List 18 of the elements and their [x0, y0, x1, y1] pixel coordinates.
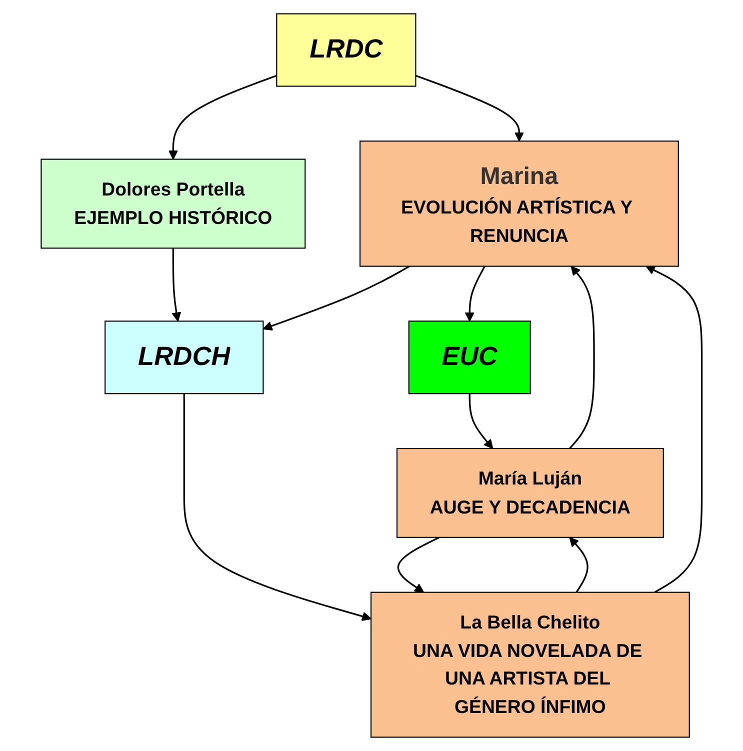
arrow — [468, 394, 494, 449]
node-box: María Luján AUGE Y DECADENCIA — [396, 448, 664, 538]
node-box: EUC — [408, 320, 531, 394]
node-box: La Bella Chelito UNA VIDA NOVELADA DE UNA ARTISTA DEL GÉNERO ÍNFIMO — [370, 592, 690, 738]
node-box: Marina EVOLUCIÓN ARTÍSTICA Y RENUNCIA — [359, 140, 679, 267]
arrow — [397, 536, 440, 593]
node-box: LRDCH — [104, 320, 264, 394]
arrow — [262, 266, 410, 331]
arrow — [569, 266, 595, 450]
arrow — [569, 536, 588, 593]
arrow — [168, 74, 277, 160]
arrow — [646, 266, 703, 594]
arrow — [415, 74, 524, 142]
arrow — [464, 266, 486, 322]
arrow — [183, 394, 372, 622]
node-box: LRDC — [276, 13, 416, 87]
arrow — [172, 248, 182, 322]
node-box: Dolores Portella EJEMPLO HISTÓRICO — [40, 158, 306, 249]
